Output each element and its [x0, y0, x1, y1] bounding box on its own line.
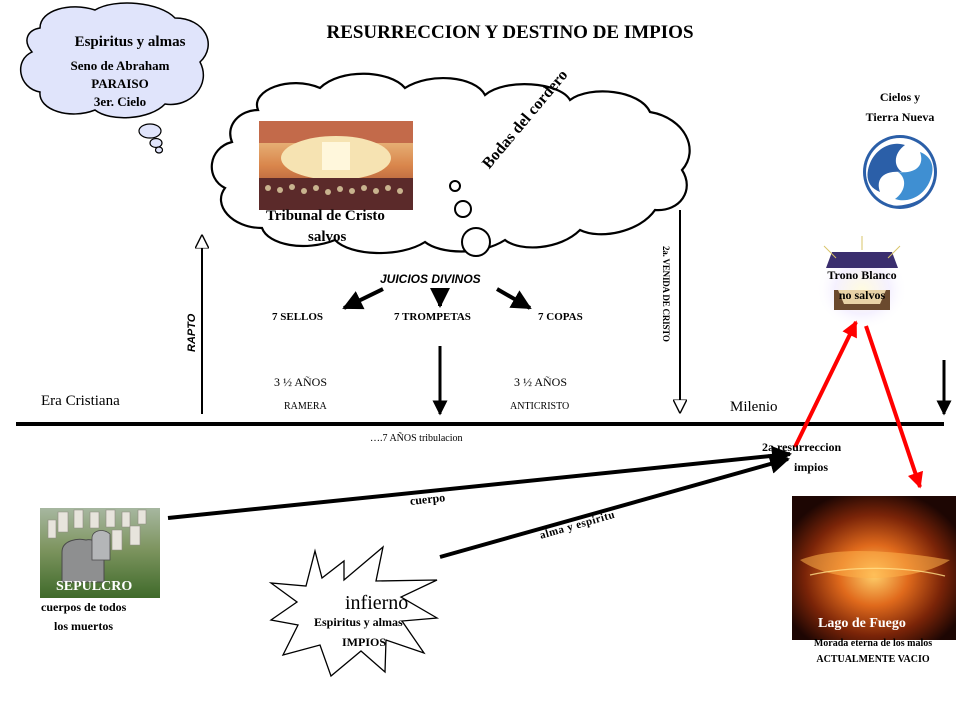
paradise-heading: Espiritus y almas	[74, 34, 186, 50]
page-title: RESURRECCION Y DESTINO DE IMPIOS	[326, 22, 694, 43]
sepulcro-label: SEPULCRO	[56, 579, 133, 594]
hell-line1: Espiritus y almas	[314, 615, 403, 629]
judgments-heading: JUICIOS DIVINOS	[380, 272, 481, 286]
resurrection-arrows	[167, 445, 792, 559]
anticristo-label: ANTICRISTO	[510, 401, 570, 412]
first-years-label: 3 ½ AÑOS	[274, 375, 328, 389]
hell-starburst	[268, 545, 440, 678]
white-throne-line1: Trono Blanco	[827, 268, 897, 282]
tribunal-label: Tribunal de Cristo	[266, 208, 385, 224]
red-arrows	[793, 320, 924, 489]
copas-label: 7 COPAS	[538, 311, 583, 323]
resurrection-line1: 2a.resurreccion	[762, 440, 842, 454]
white-throne-image	[816, 236, 908, 330]
paradise-line3: 3er. Cielo	[93, 94, 147, 109]
tomb-image	[40, 508, 160, 598]
resurrection-line2: impios	[794, 460, 829, 474]
milenio-label: Milenio	[730, 399, 778, 415]
second-coming-label: 2a. VENIDA DE CRISTO	[661, 246, 671, 342]
tribunal-image	[259, 121, 413, 210]
white-throne-line2: no salvos	[838, 288, 886, 302]
lake-line2: ACTUALMENTE VACIO	[816, 654, 930, 665]
lake-of-fire-image	[792, 496, 956, 640]
new-heavens-globe	[863, 135, 937, 209]
trompetas-label: 7 TROMPETAS	[394, 311, 471, 323]
ramera-label: RAMERA	[284, 401, 327, 412]
lake-line1: Morada eterna de los malos	[813, 638, 933, 649]
era-cristiana-label: Era Cristiana	[41, 393, 120, 409]
second-years-label: 3 ½ AÑOS	[514, 375, 568, 389]
rapto-label: RAPTO	[186, 313, 198, 352]
hell-line2: IMPIOS	[342, 635, 387, 649]
paradise-cloud	[19, 2, 209, 154]
new-heavens-line2: Tierra Nueva	[865, 110, 935, 124]
tomb-line2: los muertos	[54, 619, 113, 633]
tribulation-label: ….7 AÑOS tribulacion	[370, 433, 463, 444]
tomb-line1: cuerpos de todos	[41, 600, 127, 614]
salvos-label: salvos	[308, 229, 347, 245]
lake-label: Lago de Fuego	[818, 616, 906, 631]
paradise-line1: Seno de Abraham	[70, 58, 170, 73]
new-heavens-line1: Cielos y	[879, 90, 921, 104]
paradise-line2: PARAISO	[91, 76, 149, 91]
sellos-label: 7 SELLOS	[272, 311, 324, 323]
judgment-arrows	[342, 287, 532, 310]
hell-heading: infierno	[345, 592, 409, 614]
